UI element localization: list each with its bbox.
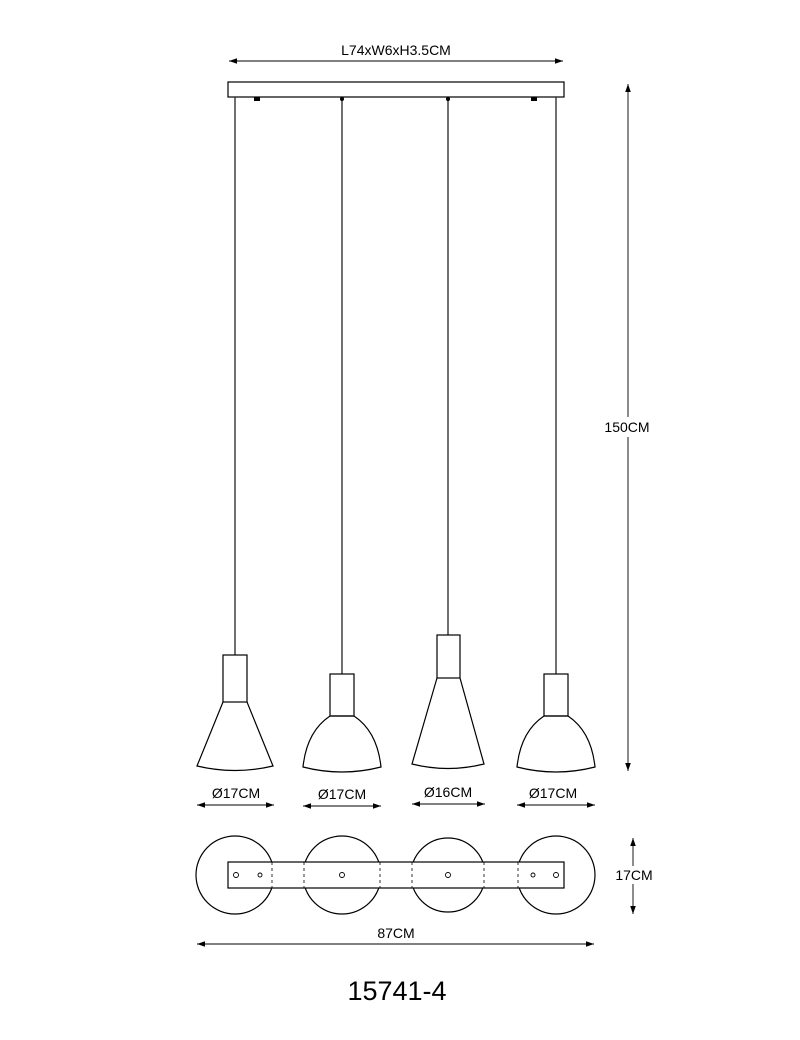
shade-1	[196, 654, 274, 772]
height-dimension: 150CM	[596, 84, 660, 771]
shade-3	[411, 634, 485, 770]
shade-dimensions: Ø17CM Ø17CM Ø16CM Ø17CM	[197, 784, 595, 809]
width-dimension: 87CM	[197, 925, 594, 947]
shade-3-diameter-label: Ø16CM	[424, 784, 472, 800]
depth-label-backdrop	[610, 866, 660, 884]
canopy-dimension-label: L74xW6xH3.5CM	[341, 42, 451, 58]
height-dimension-label: 150CM	[604, 419, 649, 435]
cord-hole-2	[339, 872, 345, 878]
shade-4-socket	[543, 673, 569, 717]
cord-clamp-3	[446, 97, 450, 101]
depth-dimension-label: 17CM	[615, 867, 652, 883]
canopy-screw-right	[531, 97, 537, 101]
canopy-dimension: L74xW6xH3.5CM	[229, 42, 563, 64]
canopy-screw-left	[254, 97, 260, 101]
height-label-backdrop	[596, 417, 660, 437]
cord-hole-1	[257, 872, 263, 878]
shade-4-diameter-label: Ø17CM	[529, 785, 577, 801]
shade-2	[302, 673, 382, 773]
cord-hole-4	[530, 872, 536, 878]
canopy	[227, 81, 565, 101]
top-view-canopy	[227, 861, 565, 889]
cord-hole-3	[445, 872, 451, 878]
shade-2-diameter-label: Ø17CM	[318, 786, 366, 802]
shade-2-socket	[329, 673, 355, 717]
shade-4	[516, 673, 596, 773]
depth-dimension: 17CM	[610, 838, 660, 914]
cord-clamp-2	[340, 97, 344, 101]
mount-hole-right	[553, 872, 559, 878]
top-view-canopy-fill	[228, 862, 564, 888]
shade-1-body	[196, 701, 274, 772]
mount-hole-left	[233, 872, 239, 878]
width-dimension-label: 87CM	[377, 925, 414, 941]
cords	[234, 97, 557, 674]
canopy-bar	[227, 81, 565, 98]
shade-2-body	[302, 715, 382, 773]
shade-4-body	[516, 715, 596, 773]
shade-3-body	[411, 677, 485, 770]
shade-3-socket	[436, 634, 461, 679]
shade-1-diameter-label: Ø17CM	[212, 785, 260, 801]
shade-1-socket	[222, 654, 248, 703]
top-view	[195, 835, 596, 915]
model-number: 15741-4	[347, 976, 446, 1006]
